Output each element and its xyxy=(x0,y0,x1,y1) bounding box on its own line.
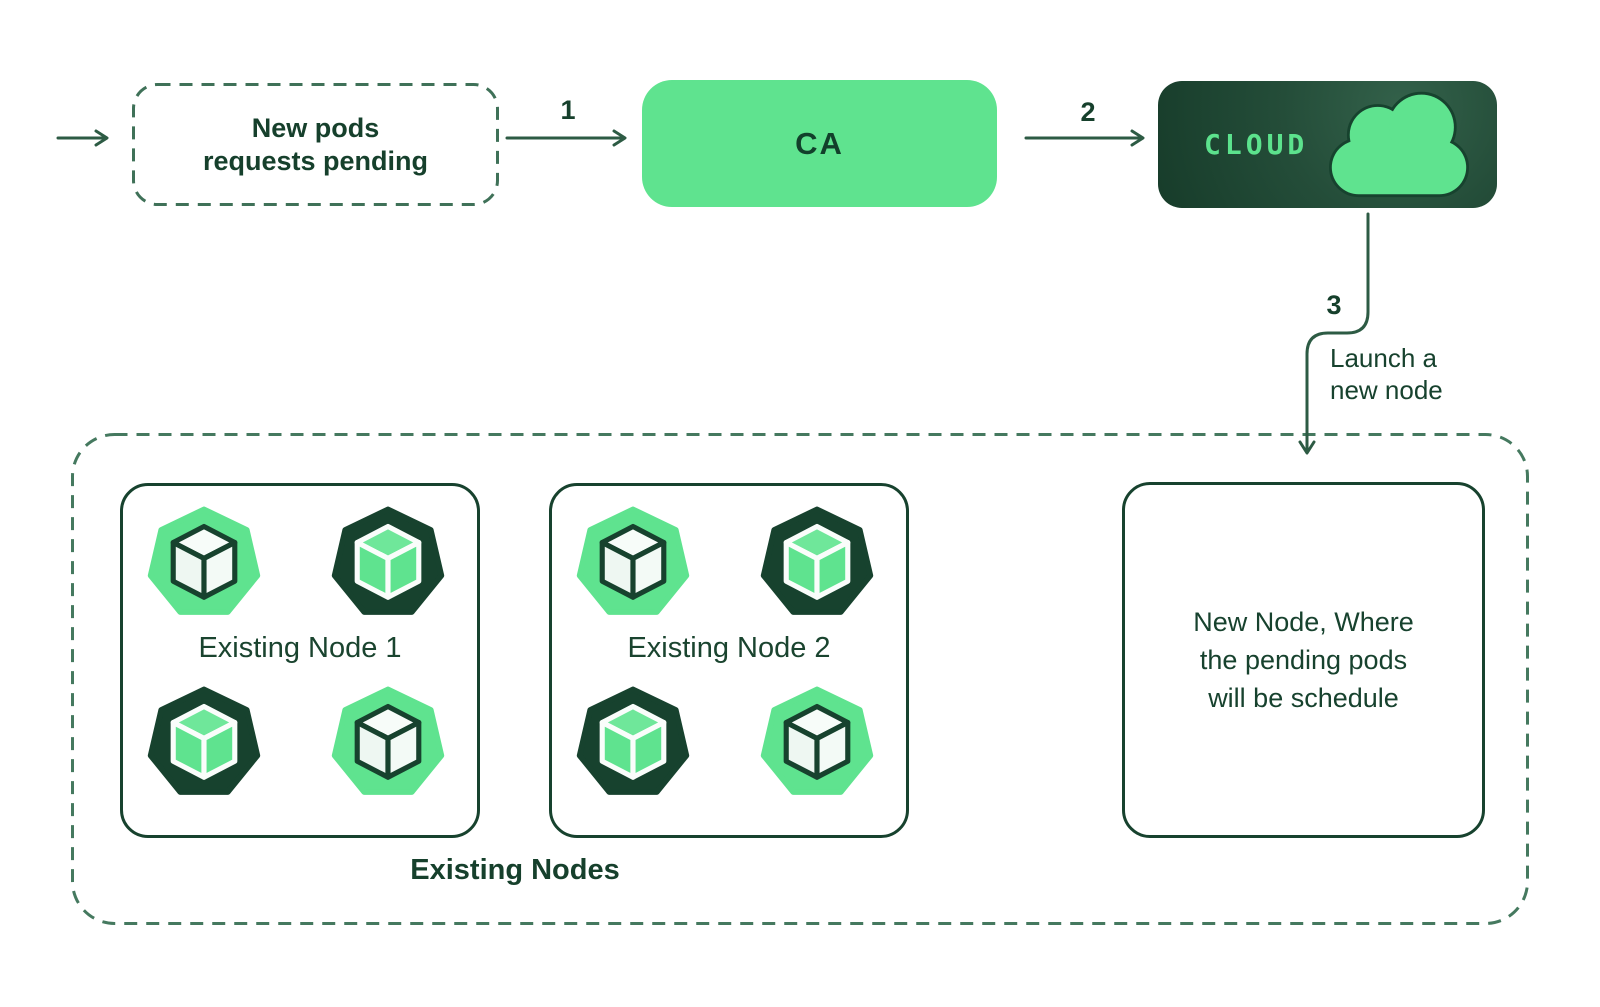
launch-note: Launch a new node xyxy=(1330,343,1443,405)
cloud-box: CLOUD xyxy=(1158,81,1497,208)
cloud-label: CLOUD xyxy=(1204,128,1309,161)
step1-label: 1 xyxy=(560,95,576,125)
new-node-label: New Node, Where the pending pods will be… xyxy=(1193,607,1414,713)
pod-icon-light xyxy=(147,506,261,620)
pod-icon-light xyxy=(760,686,874,800)
existing-node-1-box: Existing Node 1 xyxy=(120,483,480,838)
new-node-box: New Node, Where the pending pods will be… xyxy=(1122,482,1485,838)
pod-icon-light xyxy=(576,506,690,620)
existing-node-1-label: Existing Node 1 xyxy=(198,632,402,664)
step3-arrow xyxy=(1298,212,1370,455)
ca-box: CA xyxy=(642,80,997,207)
existing-node-2-label: Existing Node 2 xyxy=(627,632,831,664)
pod-icon-light xyxy=(331,686,445,800)
step3-label: 3 xyxy=(1326,290,1342,320)
pod-icon-dark xyxy=(760,506,874,620)
existing-nodes-title: Existing Nodes xyxy=(410,854,620,886)
pending-requests-label-box: New pods requests pending xyxy=(132,83,499,206)
pod-icon-dark xyxy=(576,686,690,800)
pod-icon-dark xyxy=(147,686,261,800)
step2-label: 2 xyxy=(1080,97,1096,127)
ca-label: CA xyxy=(795,125,844,161)
cloud-icon xyxy=(1329,91,1469,198)
pod-icon-dark xyxy=(331,506,445,620)
existing-node-2-box: Existing Node 2 xyxy=(549,483,909,838)
pending-requests-label: New pods requests pending xyxy=(202,112,429,176)
